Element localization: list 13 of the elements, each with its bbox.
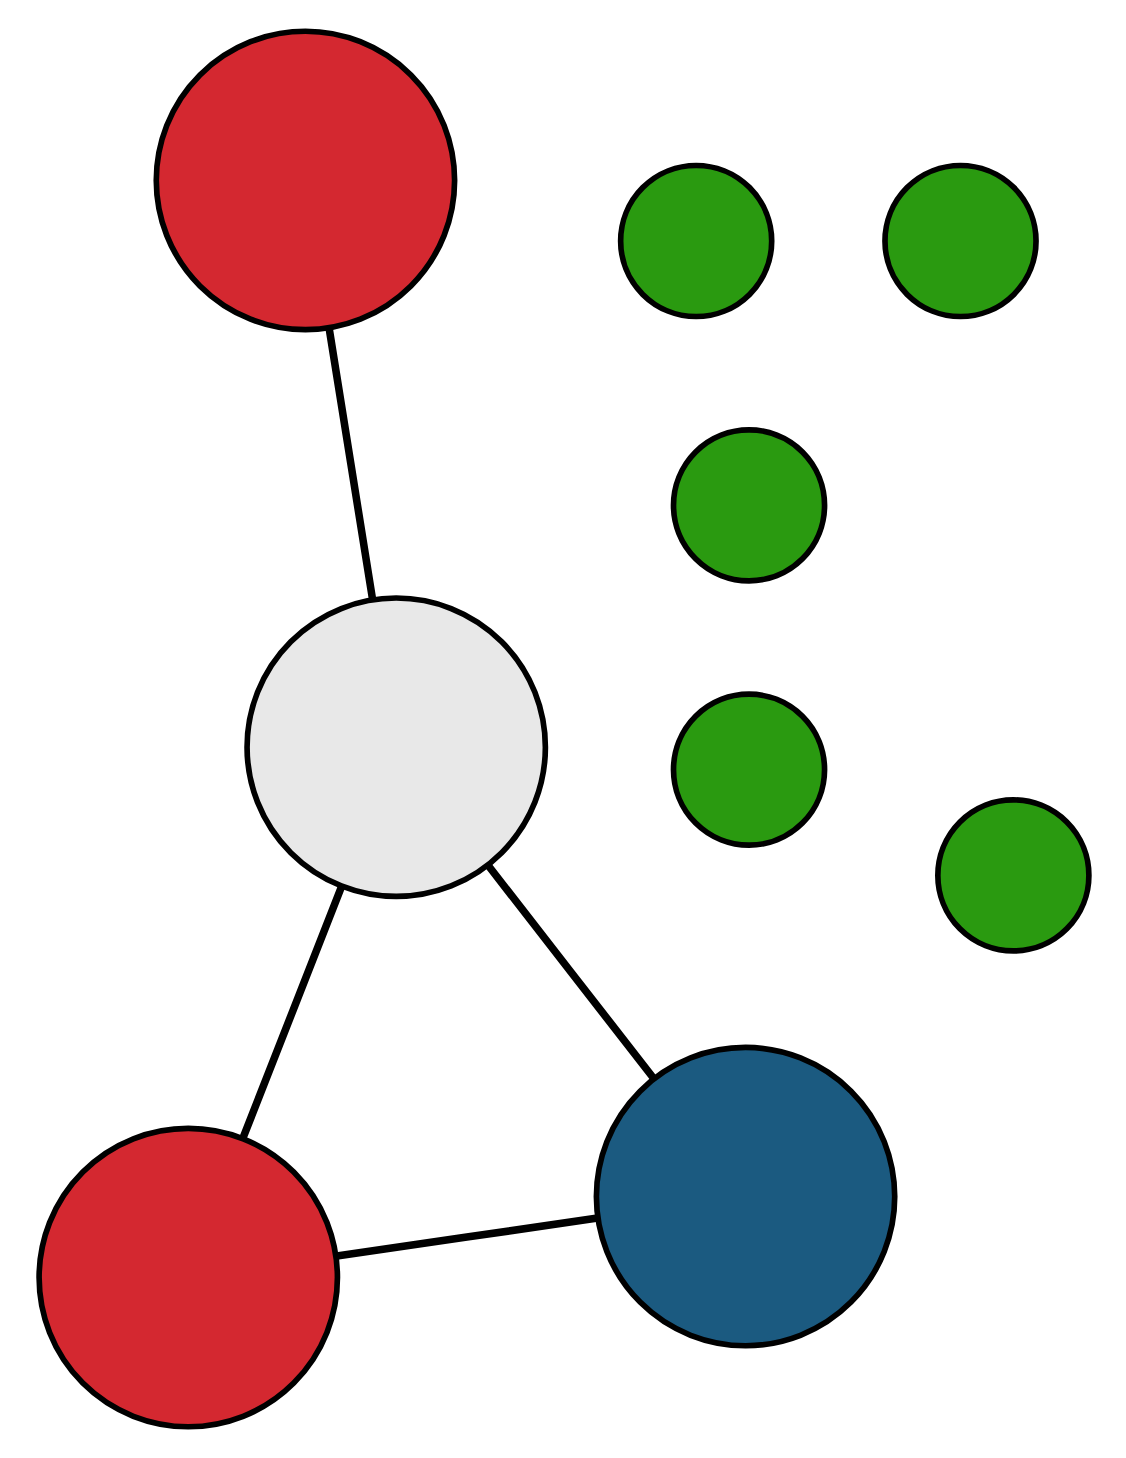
connector [484,863,656,1081]
connector [238,886,344,1140]
node-circle [934,797,1091,954]
node-circle [616,162,774,320]
node-circle [881,162,1038,320]
node-circle [243,595,548,900]
node-circle [35,1125,340,1430]
node-circle [592,1044,897,1349]
node-circle [669,427,827,584]
node-circle [152,28,457,333]
connector [324,327,376,601]
node-circle [669,691,827,849]
connector [335,1214,598,1260]
